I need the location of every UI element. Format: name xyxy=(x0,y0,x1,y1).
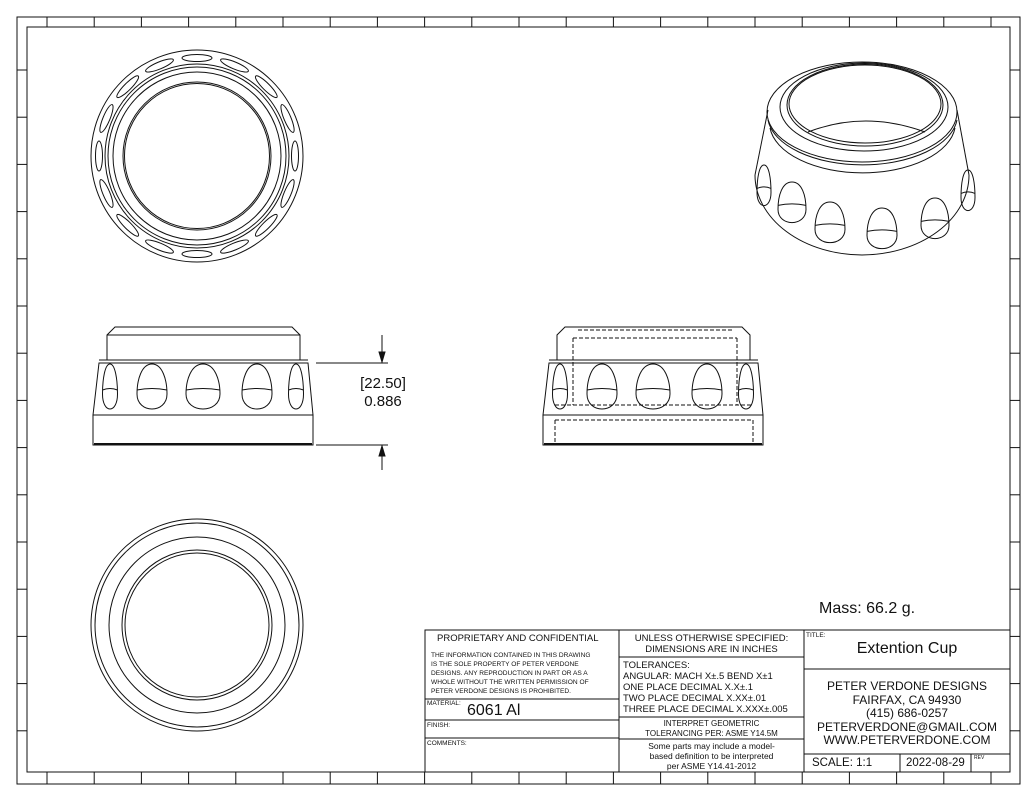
teardrop xyxy=(287,363,305,410)
teardrop-line xyxy=(866,229,898,232)
teardrop xyxy=(960,169,976,212)
slot xyxy=(220,58,249,73)
teardrop-line xyxy=(691,388,723,391)
teardrop xyxy=(920,197,950,240)
top-view xyxy=(90,49,304,263)
finish-label: FINISH: xyxy=(427,722,451,729)
scale-value: SCALE: 1:1 xyxy=(812,757,873,769)
teardrop xyxy=(691,363,723,410)
date-value: 2022-08-29 xyxy=(906,757,965,769)
front-view xyxy=(92,326,388,470)
teardrop xyxy=(551,363,569,410)
slot xyxy=(116,75,140,99)
title-block-grid xyxy=(424,629,1011,773)
teardrop xyxy=(136,363,168,410)
isometric-view xyxy=(754,61,976,256)
zone-ticks xyxy=(17,17,1020,784)
model-based-note: Some parts may include a model- based de… xyxy=(648,741,775,771)
teardrop-line xyxy=(960,191,976,194)
slot xyxy=(95,140,103,172)
bottom-view xyxy=(90,518,304,732)
teardrop xyxy=(635,363,671,410)
dimension-metric: [22.50] xyxy=(350,376,416,391)
teardrop xyxy=(866,207,898,249)
teardrop-line xyxy=(552,388,568,391)
slot xyxy=(220,239,249,254)
teardrop-line xyxy=(814,223,846,226)
teardrop-line xyxy=(185,388,221,391)
teardrop xyxy=(756,164,772,207)
material-label: MATERIAL: xyxy=(427,700,461,707)
teardrop xyxy=(185,363,221,410)
proprietary-heading: PROPRIETARY AND CONFIDENTIAL xyxy=(437,633,599,644)
teardrop xyxy=(101,363,119,410)
teardrop-line xyxy=(288,388,304,391)
teardrop-line xyxy=(102,388,118,391)
slot xyxy=(145,58,174,73)
teardrop xyxy=(814,201,846,243)
slot xyxy=(181,250,213,258)
teardrop xyxy=(241,363,273,410)
teardrop xyxy=(586,363,618,410)
slot xyxy=(291,140,299,172)
teardrop-line xyxy=(586,388,618,391)
dimension-inch: 0.886 xyxy=(350,394,416,409)
slot xyxy=(99,179,114,208)
tolerances: TOLERANCES: ANGULAR: MACH X±.5 BEND X±1 … xyxy=(623,660,788,715)
teardrop xyxy=(737,363,755,410)
slot xyxy=(280,104,295,133)
title-label: TITLE: xyxy=(806,632,826,639)
drawing-title: Extention Cup xyxy=(856,640,958,657)
material-value: 6061 Al xyxy=(467,702,521,719)
unless-specified: UNLESS OTHERWISE SPECIFIED: DIMENSIONS A… xyxy=(634,633,789,655)
comments-label: COMMENTS: xyxy=(427,740,467,747)
slot xyxy=(116,213,140,237)
side-view-hidden xyxy=(542,326,764,446)
teardrop-line xyxy=(635,388,671,391)
company-info: PETER VERDONE DESIGNS FAIRFAX, CA 94930 … xyxy=(817,679,997,747)
interpret-geometric: INTERPRET GEOMETRIC TOLERANCING PER: ASM… xyxy=(645,719,778,738)
teardrop-line xyxy=(756,186,772,189)
teardrop-line xyxy=(241,388,273,391)
mass-label: Mass: 66.2 g. xyxy=(819,600,916,617)
slot xyxy=(99,104,114,133)
teardrop-line xyxy=(777,203,807,206)
proprietary-text: THE INFORMATION CONTAINED IN THIS DRAWIN… xyxy=(431,652,591,695)
teardrop xyxy=(777,181,807,224)
slot xyxy=(280,179,295,208)
rev-label: REV xyxy=(974,755,985,761)
teardrop-line xyxy=(738,388,754,391)
slot xyxy=(145,239,174,254)
teardrop-line xyxy=(136,388,168,391)
slot xyxy=(254,213,278,237)
slot xyxy=(254,75,278,99)
slot xyxy=(181,54,213,62)
teardrop-line xyxy=(920,219,950,222)
